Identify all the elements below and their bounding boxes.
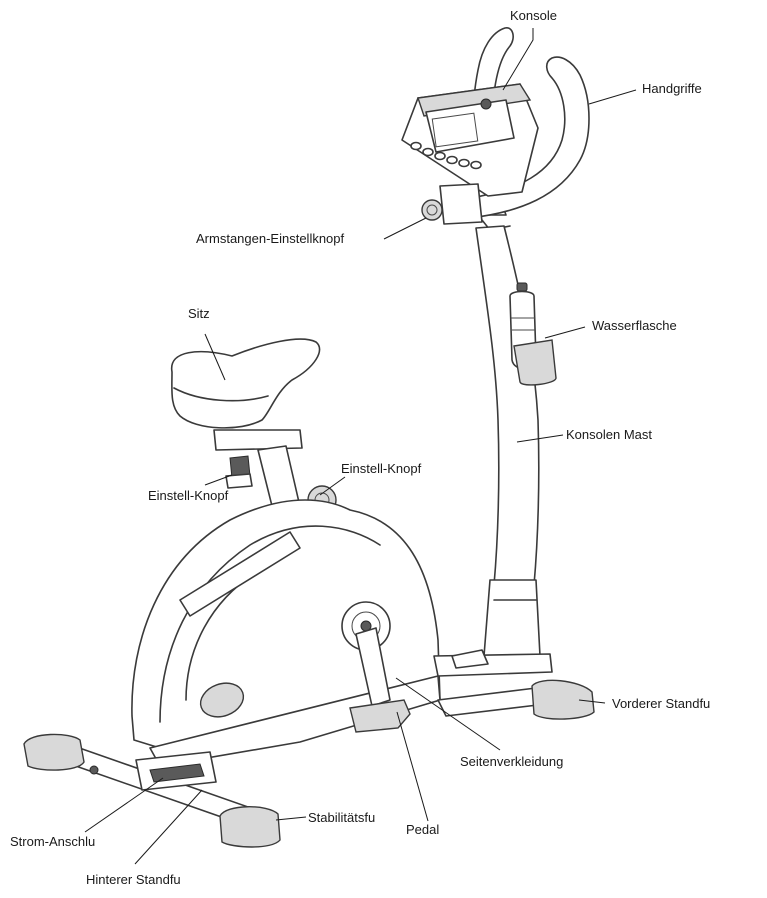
label-armstangen-einstellknopf: Armstangen-Einstellknopf [196,231,345,246]
label-vorderer-standfu: Vorderer Standfu [612,696,710,711]
label-pedal: Pedal [406,822,439,837]
label-konsolen-mast: Konsolen Mast [566,427,652,442]
leader-konsolen-mast [516,434,564,443]
leader-wasserflasche [544,326,586,339]
leader-pedal [396,711,429,822]
labels: Konsole Handgriffe Armstangen-Einstellkn… [10,8,710,887]
leader-vorderer [578,699,606,704]
leader-einstell-knopf-post [319,476,346,496]
front-foot-illustration [437,649,595,720]
leader-sitz [204,333,226,381]
label-seitenverkleidung: Seitenverkleidung [460,754,563,769]
label-einstell-knopf-seat: Einstell-Knopf [148,488,229,503]
label-strom-anschlu: Strom-Anschlu [10,834,95,849]
label-stabilitatsfu: Stabilitätsfu [308,810,375,825]
leader-konsole [502,28,534,91]
label-wasserflasche: Wasserflasche [592,318,677,333]
frame-illustration [131,499,553,767]
leader-seitenverkleidung [395,677,501,751]
label-einstell-knopf-post: Einstell-Knopf [341,461,422,476]
pedal-illustration [341,601,411,733]
mast-illustration [475,225,541,657]
leader-stabilitatsfu [275,816,307,821]
leader-einstell-knopf-seat [204,474,233,486]
leader-handgriffe [588,89,637,105]
leader-hinterer [134,789,203,865]
leader-armstangen [383,217,427,240]
leader-strom [84,777,164,833]
label-sitz: Sitz [188,306,210,321]
leader-lines [84,28,637,865]
label-hinterer-standfu: Hinterer Standfu [86,872,181,887]
label-konsole: Konsole [510,8,557,23]
water-bottle-illustration [509,282,557,386]
console-illustration [401,83,539,225]
label-handgriffe: Handgriffe [642,81,702,96]
console-buttons [410,141,482,170]
